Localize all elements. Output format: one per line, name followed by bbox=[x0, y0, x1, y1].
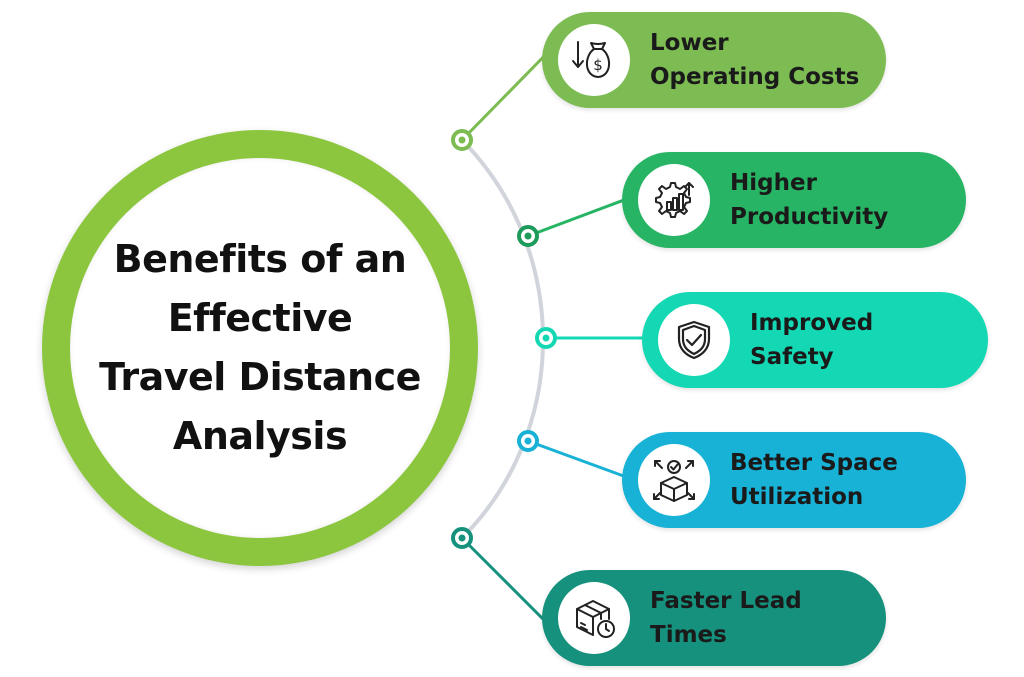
connector-line-4 bbox=[527, 439, 641, 484]
benefit-label-line: Higher bbox=[730, 170, 817, 196]
benefit-improved-safety: Improved Safety bbox=[642, 292, 988, 388]
benefit-label-line: Productivity bbox=[730, 204, 889, 230]
diagram-title: Benefits of an Effective Travel Distance… bbox=[80, 230, 440, 466]
benefit-label-line: Safety bbox=[750, 344, 834, 370]
gear-chart-icon bbox=[655, 182, 694, 218]
benefit-label: Improved Safety bbox=[750, 306, 873, 374]
title-line: Benefits of an bbox=[113, 237, 407, 281]
benefit-higher-productivity: Higher Productivity bbox=[622, 152, 966, 248]
title-line: Travel Distance bbox=[99, 355, 421, 399]
money-bag-down-arrow-icon: $ bbox=[572, 41, 610, 78]
benefit-label-line: Faster Lead bbox=[650, 588, 802, 614]
benefit-label-line: Times bbox=[650, 622, 727, 648]
benefit-label: Faster Lead Times bbox=[650, 584, 802, 652]
benefit-lower-operating-costs: $ Lower Operating Costs bbox=[542, 12, 886, 108]
svg-text:$: $ bbox=[593, 56, 603, 74]
benefit-label-line: Utilization bbox=[730, 484, 864, 510]
benefit-better-space-utilization: Better Space Utilization bbox=[622, 432, 966, 528]
icon-disc bbox=[638, 444, 710, 516]
connector-line-2 bbox=[527, 192, 641, 238]
package-clock-icon bbox=[576, 600, 615, 638]
connector-node-3 bbox=[535, 327, 557, 349]
icon-disc bbox=[638, 164, 710, 236]
icon-disc: $ bbox=[558, 24, 630, 96]
title-line: Analysis bbox=[172, 414, 348, 458]
benefit-label: Higher Productivity bbox=[730, 166, 888, 234]
benefit-label: Lower Operating Costs bbox=[650, 26, 859, 94]
benefit-label-line: Improved bbox=[750, 310, 874, 336]
icon-disc bbox=[658, 304, 730, 376]
benefit-label: Better Space Utilization bbox=[730, 446, 898, 514]
shield-check-icon bbox=[677, 320, 711, 360]
box-expand-icon bbox=[653, 460, 695, 502]
benefit-label-line: Better Space bbox=[730, 450, 898, 476]
connector-node-4 bbox=[517, 430, 539, 452]
connector-node-5 bbox=[451, 527, 473, 549]
connector-node-1 bbox=[451, 129, 473, 151]
icon-disc bbox=[558, 582, 630, 654]
benefit-label-line: Lower bbox=[650, 30, 729, 56]
benefit-label-line: Operating Costs bbox=[650, 64, 860, 90]
benefit-faster-lead-times: Faster Lead Times bbox=[542, 570, 886, 666]
title-line: Effective bbox=[167, 296, 353, 340]
connector-node-2 bbox=[517, 225, 539, 247]
central-circle: Benefits of an Effective Travel Distance… bbox=[70, 158, 450, 538]
